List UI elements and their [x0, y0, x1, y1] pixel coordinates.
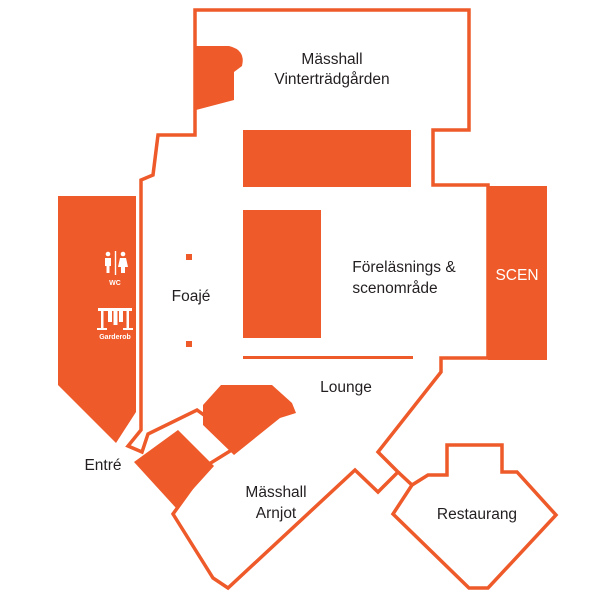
wc-label: WC: [109, 280, 121, 287]
facilities-wing: [58, 196, 136, 443]
stage-edge-line: [243, 356, 413, 359]
stand-middle: [243, 210, 321, 338]
coat-rack-icon: [97, 308, 133, 330]
restroom-icon: [105, 251, 128, 275]
arnjot-label-line2: Arnjot: [256, 505, 297, 522]
lounge-label: Lounge: [320, 379, 372, 396]
forelasning-label-line1: Föreläsnings &: [352, 259, 456, 276]
stand-top: [243, 130, 411, 187]
garderob-label: Garderob: [99, 334, 131, 341]
foaje-label: Foajé: [172, 288, 211, 305]
restaurang-label: Restaurang: [437, 506, 517, 523]
foyer-pillar-bottom: [186, 341, 192, 347]
vinter-label-line2: Vinterträdgården: [274, 71, 389, 88]
lounge-bar: [203, 385, 296, 455]
entrance-block: [134, 430, 214, 508]
corner-block-vinter: [195, 46, 243, 110]
scen-label: SCEN: [495, 267, 538, 284]
entre-label: Entré: [84, 457, 121, 474]
vinter-label-line1: Mässhall: [301, 51, 362, 68]
foyer-pillar-top: [186, 254, 192, 260]
building-outline-restaurang: [390, 443, 559, 590]
forelasning-label-line2: scenområde: [352, 280, 437, 297]
stage-area: [488, 186, 547, 360]
arnjot-label-line1: Mässhall: [245, 484, 306, 501]
